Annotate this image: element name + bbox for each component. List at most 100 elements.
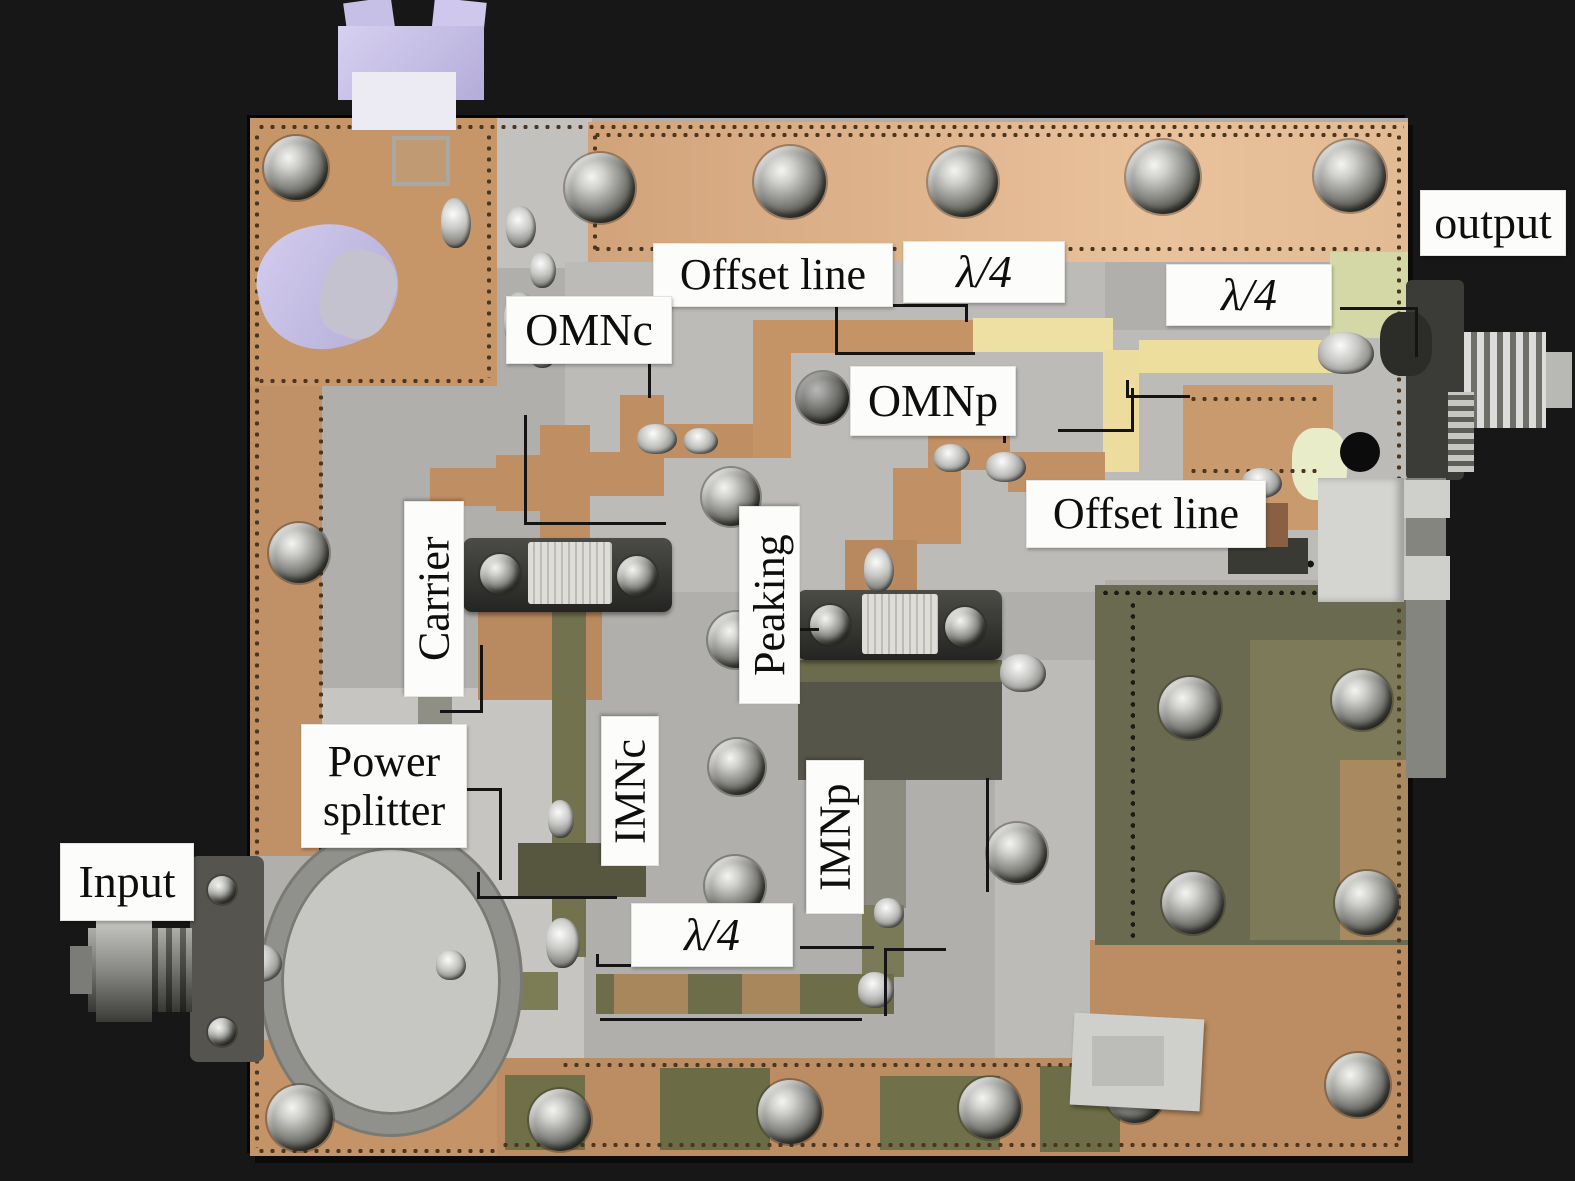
transistor-screw [810,605,850,645]
annotation-line [1126,395,1190,398]
carrier-transistor-die [528,542,612,604]
via-stitching [256,124,1404,130]
annotation-line [1058,429,1134,432]
label-offset-line-right: Offset line [1026,480,1266,548]
annotation-line [477,896,617,899]
quarter-wave-line-bottom [742,974,800,1014]
omnc-trace [588,452,664,496]
white-connector-right [1318,478,1404,602]
via-stitching [256,378,488,384]
fixture-edge [1406,478,1446,778]
annotation-line [499,788,502,880]
annotation-line [1415,307,1418,357]
via-stitching [1188,396,1320,401]
annotation-line [835,305,838,355]
annotation-line [524,415,527,525]
annotation-line [480,645,483,713]
screw [269,523,329,583]
transistor-screw [617,556,657,596]
annotation-line [524,522,666,525]
omnc-trace [496,455,542,511]
imnc-trace [552,612,586,957]
annotation-line [600,1018,862,1021]
solder-joint [864,548,894,592]
screw [1314,140,1386,212]
solder-joint [436,950,466,980]
label-omnc: OMNc [506,296,672,364]
mounting-hole [1340,432,1380,472]
annotation-line [986,778,989,892]
annotation-line [648,352,651,398]
annotation-line [1003,429,1006,443]
screw [264,136,328,200]
output-connector-stud [1448,392,1474,472]
screw [1332,670,1392,730]
peaking-transistor-die [862,594,938,654]
label-output: output [1420,190,1566,256]
input-flange-screw [208,1018,236,1046]
annotation-line [1340,307,1418,310]
screw [797,372,849,424]
via-stitching [500,1142,1400,1148]
via-stitching [592,132,1392,138]
solder-joint [1000,654,1046,692]
via-stitching [1396,132,1402,1144]
via-stitching [1100,590,1400,595]
copper-pour-top-band [588,122,1408,262]
solder-joint [986,452,1026,482]
screw [1162,872,1224,934]
solder-joint [858,972,894,1008]
input-flange-screw [208,876,236,904]
label-offset-line-top: Offset line [653,243,893,307]
omnp-trace [893,468,961,544]
annotation-line [477,872,480,898]
smd-component [392,136,450,186]
annotation-line [835,352,975,355]
output-connector-body [1380,312,1432,376]
solder-joint [637,424,677,454]
via-stitching [318,392,324,850]
white-connector-prong [1404,480,1450,518]
solder-joint [1318,332,1374,374]
white-connector-prong [1404,556,1450,600]
imnp-block [798,660,1002,682]
solder-joint [874,898,904,928]
via-stitching [1130,600,1135,940]
screw [565,153,635,223]
label-carrier: Carrier [404,501,464,697]
output-connector-tip [1546,352,1572,408]
label-power-splitter: Power splitter [301,724,467,848]
offset-line-carrier [790,320,975,353]
solder-joint [934,444,970,472]
olive-patch [660,1068,770,1150]
annotation-line [462,788,502,791]
via-stitching [486,132,492,378]
screw [987,823,1047,883]
screw [754,146,826,218]
annotation-line [800,946,874,949]
solder-joint [548,800,574,838]
label-quarter-wave-bottom: λ/4 [631,903,793,967]
omnc-trace [540,425,590,543]
annotation-line [440,710,483,713]
screw [267,1085,333,1151]
label-quarter-wave-top-right: λ/4 [1166,264,1332,326]
solder-joint [530,252,556,288]
via-stitching [560,1062,1090,1067]
solder-joint [441,198,471,248]
annotation-line [884,950,887,1016]
solder-joint [546,918,580,968]
screw [1126,140,1200,214]
via-stitching [254,132,260,1148]
screw [1326,1053,1390,1117]
input-connector-nut [96,918,152,1022]
annotation-line [596,954,599,966]
annotation-line [1126,380,1129,398]
offset-line-carrier [753,320,791,458]
annotation-line [1131,388,1134,432]
screw [529,1089,591,1151]
white-connector-bottom-inset [1092,1036,1164,1086]
imnp-trace [856,780,906,908]
quarter-wave-line-bottom [614,974,688,1014]
